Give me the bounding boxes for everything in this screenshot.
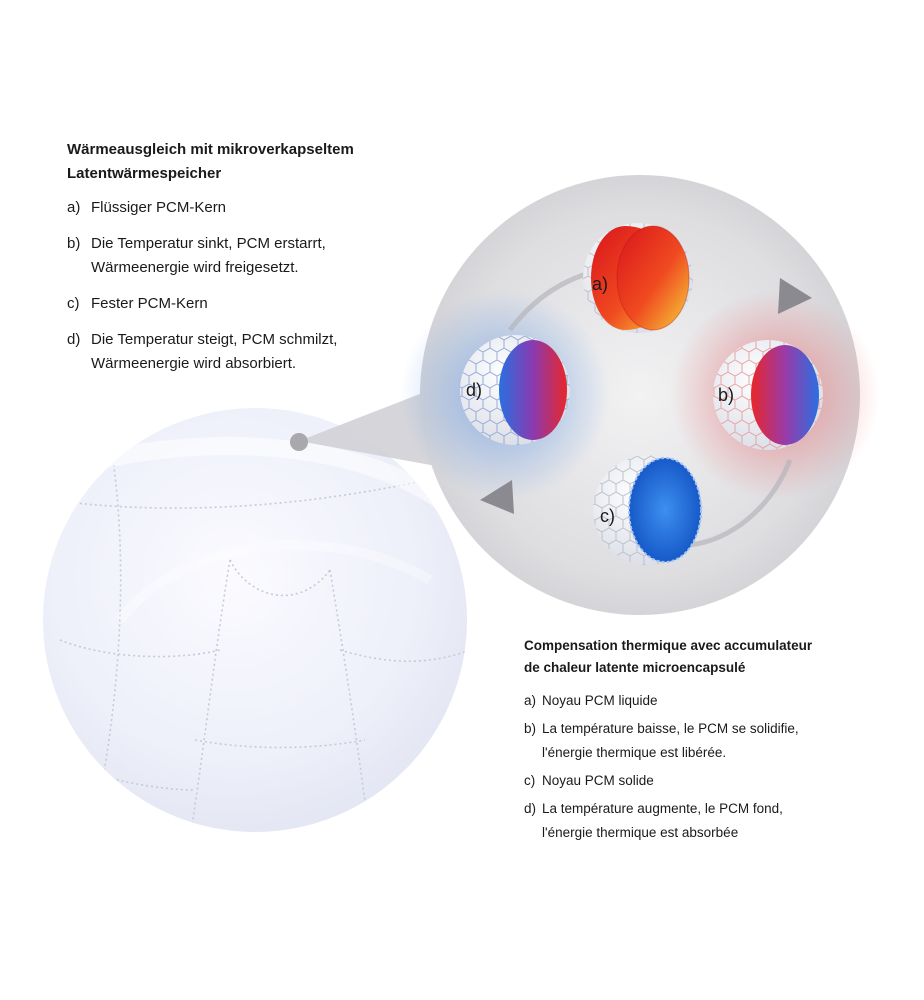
list-marker: b) — [67, 235, 81, 252]
list-marker: a) — [67, 199, 81, 216]
list-marker: d) — [67, 331, 81, 348]
list-text: La température baisse, le PCM se solidif… — [542, 721, 799, 736]
list-text: Noyau PCM solide — [542, 773, 654, 788]
list-text: Die Temperatur steigt, PCM schmilzt, — [91, 331, 338, 348]
duvet-fabric-circle — [43, 408, 467, 832]
cycle-arrow-bottom — [480, 459, 793, 548]
list-item: c) Fester PCM-Kern — [67, 292, 427, 316]
list-text: Noyau PCM liquide — [542, 693, 658, 708]
capsule-b-label: b) — [718, 385, 734, 405]
list-marker: c) — [524, 773, 536, 788]
french-title-line1: Compensation thermique avec accumulateur — [524, 638, 813, 653]
capsule-c-label: c) — [600, 506, 615, 526]
list-marker: d) — [524, 801, 537, 816]
list-text: l'énergie thermique est absorbée — [542, 825, 739, 840]
list-item: b) Die Temperatur sinkt, PCM erstarrt, W… — [67, 232, 427, 280]
german-title: Wärmeausgleich mit mikroverkapseltem Lat… — [67, 138, 427, 186]
list-item: a) Noyau PCM liquide — [524, 689, 884, 713]
capsule-d-label: d) — [466, 380, 482, 400]
french-list: a) Noyau PCM liquide b) La température b… — [524, 689, 884, 845]
list-text: Wärmeenergie wird freigesetzt. — [91, 259, 299, 276]
list-text: Flüssiger PCM-Kern — [91, 199, 227, 216]
german-title-line2: Latentwärmespeicher — [67, 165, 222, 182]
list-marker: a) — [524, 693, 537, 708]
french-title-line2: de chaleur latente microencapsulé — [524, 660, 746, 675]
list-text: La température augmente, le PCM fond, — [542, 801, 783, 816]
list-marker: b) — [524, 721, 537, 736]
list-item: a) Flüssiger PCM-Kern — [67, 196, 427, 220]
list-item: d) La température augmente, le PCM fond,… — [524, 797, 884, 845]
list-item: d) Die Temperatur steigt, PCM schmilzt, … — [67, 328, 427, 376]
list-item: c) Noyau PCM solide — [524, 769, 884, 793]
list-item: b) La température baisse, le PCM se soli… — [524, 717, 884, 765]
capsule-d-melting-core: d) — [460, 335, 570, 445]
list-marker: c) — [67, 295, 80, 312]
german-list: a) Flüssiger PCM-Kern b) Die Temperatur … — [67, 196, 427, 376]
list-text: Wärmeenergie wird absorbiert. — [91, 355, 297, 372]
list-text: Fester PCM-Kern — [91, 295, 208, 312]
german-title-line1: Wärmeausgleich mit mikroverkapseltem — [67, 141, 354, 158]
german-legend: Wärmeausgleich mit mikroverkapseltem Lat… — [67, 138, 427, 388]
list-text: Die Temperatur sinkt, PCM erstarrt, — [91, 235, 326, 252]
capsule-c-solid-core: c) — [593, 455, 703, 565]
list-text: l'énergie thermique est libérée. — [542, 745, 727, 760]
french-legend: Compensation thermique avec accumulateur… — [524, 635, 884, 849]
capsule-b-solidifying-core: b) — [713, 340, 823, 450]
french-title: Compensation thermique avec accumulateur… — [524, 635, 884, 679]
capsule-a-label: a) — [592, 274, 608, 294]
capsule-a-liquid-core: a) — [583, 223, 693, 333]
